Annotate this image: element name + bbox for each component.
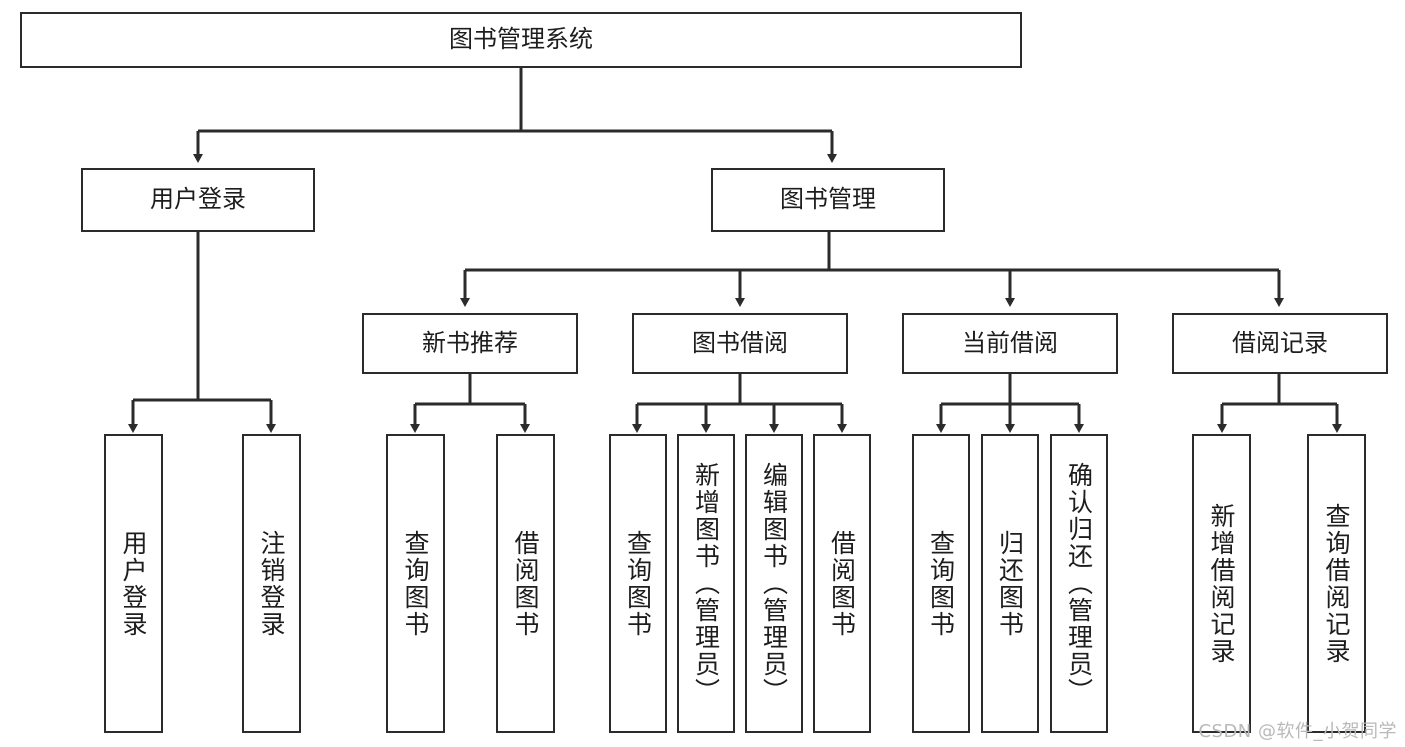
leaf-query-book-2[interactable]: 查询图书 bbox=[609, 434, 667, 733]
node-book-borrow-label: 图书借阅 bbox=[692, 328, 788, 357]
node-root-label: 图书管理系统 bbox=[449, 25, 593, 54]
leaf-query-book-2-label: 查询图书 bbox=[623, 529, 653, 638]
leaf-logout[interactable]: 注销登录 bbox=[242, 434, 301, 733]
leaf-edit-book[interactable]: 编辑图书（管理员） bbox=[745, 434, 803, 733]
leaf-confirm-return[interactable]: 确认归还（管理员） bbox=[1050, 434, 1108, 733]
node-book-manage-label: 图书管理 bbox=[780, 185, 876, 214]
leaf-return-book-label: 归还图书 bbox=[995, 529, 1025, 638]
node-borrow-record-label: 借阅记录 bbox=[1232, 328, 1328, 357]
leaf-add-book[interactable]: 新增图书（管理员） bbox=[677, 434, 735, 733]
node-new-book-recommend[interactable]: 新书推荐 bbox=[362, 313, 578, 374]
leaf-query-record-label: 查询借阅记录 bbox=[1322, 502, 1351, 665]
node-current-borrow[interactable]: 当前借阅 bbox=[902, 313, 1118, 374]
node-user-login-label: 用户登录 bbox=[150, 185, 246, 214]
leaf-edit-book-label: 编辑图书（管理员） bbox=[759, 462, 789, 705]
leaf-borrow-book-2[interactable]: 借阅图书 bbox=[813, 434, 871, 733]
node-root[interactable]: 图书管理系统 bbox=[20, 12, 1022, 68]
leaf-query-book-1[interactable]: 查询图书 bbox=[386, 434, 445, 733]
node-current-borrow-label: 当前借阅 bbox=[962, 328, 1058, 357]
leaf-borrow-book-2-label: 借阅图书 bbox=[827, 529, 857, 638]
leaf-add-book-label: 新增图书（管理员） bbox=[691, 462, 721, 705]
leaf-user-login-label: 用户登录 bbox=[119, 529, 148, 638]
node-user-login[interactable]: 用户登录 bbox=[81, 168, 315, 232]
leaf-add-record[interactable]: 新增借阅记录 bbox=[1192, 434, 1251, 733]
leaf-query-book-3-label: 查询图书 bbox=[926, 529, 956, 638]
node-new-book-recommend-label: 新书推荐 bbox=[422, 328, 518, 357]
node-book-borrow[interactable]: 图书借阅 bbox=[632, 313, 848, 374]
leaf-logout-label: 注销登录 bbox=[257, 529, 286, 638]
leaf-return-book[interactable]: 归还图书 bbox=[981, 434, 1039, 733]
node-book-manage[interactable]: 图书管理 bbox=[711, 168, 945, 232]
leaf-query-record[interactable]: 查询借阅记录 bbox=[1307, 434, 1366, 733]
leaf-query-book-1-label: 查询图书 bbox=[401, 529, 430, 638]
leaf-confirm-return-label: 确认归还（管理员） bbox=[1064, 462, 1094, 705]
leaf-add-record-label: 新增借阅记录 bbox=[1207, 502, 1236, 665]
leaf-borrow-book-1[interactable]: 借阅图书 bbox=[496, 434, 555, 733]
node-borrow-record[interactable]: 借阅记录 bbox=[1172, 313, 1388, 374]
leaf-query-book-3[interactable]: 查询图书 bbox=[912, 434, 970, 733]
leaf-borrow-book-1-label: 借阅图书 bbox=[511, 529, 540, 638]
leaf-user-login[interactable]: 用户登录 bbox=[104, 434, 163, 733]
